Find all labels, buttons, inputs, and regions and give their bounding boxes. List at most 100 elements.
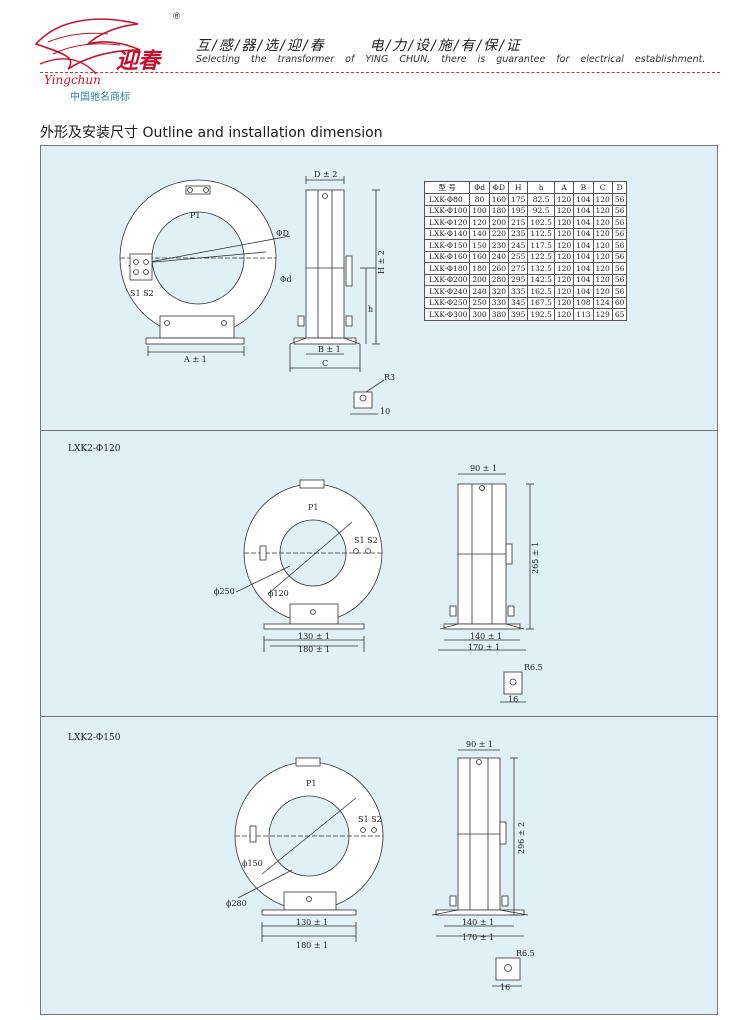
side-body-1	[305, 189, 345, 339]
spec-header-cell: ΦD	[488, 181, 510, 194]
spec-value-cell: 56	[611, 262, 628, 275]
label-inner-dia: ϕ120	[268, 589, 289, 598]
label-height-265: 265 ± 1	[531, 542, 540, 574]
label-inner-dia: Φd	[280, 275, 292, 284]
section-title: 外形及安装尺寸 Outline and installation dimensi…	[40, 125, 383, 141]
label-d: D ± 2	[314, 170, 337, 179]
slogan-chinese: 互/感/器/选/迎/春 电/力/设/施/有/保/证	[196, 35, 522, 55]
label-c: C	[322, 359, 328, 368]
spec-value-cell: 102.5	[527, 216, 555, 229]
spec-value-cell: 117.5	[527, 239, 555, 252]
model-label-lxk2-150: LXK2-Φ150	[68, 733, 121, 743]
spec-value-cell: 192.5	[527, 308, 555, 321]
label-outer-dia: ϕ280	[226, 899, 247, 908]
spec-value-cell: 200	[488, 216, 510, 229]
spec-header-cell: C	[592, 181, 613, 194]
label-p1: P1	[308, 503, 318, 512]
panel-divider-1	[41, 430, 717, 431]
yingchun-logo: 迎春 Yingchun	[34, 18, 163, 87]
label-base-140: 140 ± 1	[462, 918, 494, 927]
spec-value-cell: 56	[611, 227, 628, 240]
spec-value-cell: 120	[553, 227, 575, 240]
spec-value-cell: 92.5	[527, 204, 555, 217]
spec-value-cell: 120	[592, 250, 613, 263]
spec-value-cell: 112.5	[527, 227, 555, 240]
label-base-170: 170 ± 1	[468, 643, 500, 652]
label-base-170: 170 ± 1	[462, 933, 494, 942]
spec-value-cell: 175	[508, 193, 529, 206]
model-label-lxk2-120: LXK2-Φ120	[68, 444, 121, 454]
spec-value-cell: 56	[611, 250, 628, 263]
panel-divider-2	[41, 716, 717, 717]
logo-text: 迎春	[116, 48, 163, 74]
spec-value-cell: 120	[592, 204, 613, 217]
spec-value-cell: 82.5	[527, 193, 555, 206]
label-inner-dia: ϕ150	[242, 859, 263, 868]
logo-script: Yingchun	[44, 73, 101, 87]
spec-value-cell: 56	[611, 273, 628, 286]
trademark-note: 中国驰名商标	[70, 92, 130, 103]
slogan-cn-part-1: 互/感/器/选/迎/春	[196, 38, 326, 54]
label-h-small: h	[368, 305, 373, 314]
label-p1: P1	[190, 211, 200, 220]
spec-value-cell: 113	[573, 308, 594, 321]
spec-value-cell: 120	[592, 193, 613, 206]
slogan-english: Selecting the transformer of YING CHUN, …	[196, 54, 706, 65]
label-r65: R6.5	[516, 949, 535, 958]
label-slot-16: 16	[508, 695, 518, 704]
spec-value-cell: 120	[553, 308, 575, 321]
label-width-180: 180 ± 1	[298, 645, 330, 654]
spec-header-cell: h	[527, 181, 555, 194]
label-s1-s2: S1 S2	[130, 289, 154, 298]
spec-value-cell: 56	[611, 193, 628, 206]
spec-header-cell: D	[611, 181, 628, 194]
label-b: B ± 1	[318, 345, 341, 354]
label-h-big: H ± 2	[377, 250, 386, 274]
label-r3: R3	[384, 373, 395, 382]
label-s1-s2: S1 S2	[358, 815, 382, 824]
spec-value-cell: 120	[592, 227, 613, 240]
spec-header-cell: H	[508, 181, 529, 194]
registered-mark: ®	[172, 12, 181, 22]
spec-value-cell: 120	[592, 239, 613, 252]
spec-value-cell: 120	[592, 216, 613, 229]
label-outer-dia: ΦD	[276, 229, 289, 238]
spec-model-cell: LXK-Φ150	[423, 239, 471, 252]
spec-value-cell: 65	[611, 308, 628, 321]
spec-value-cell: 380	[488, 308, 510, 321]
spec-model-cell: LXK-Φ80	[423, 193, 471, 206]
spec-value-cell: 245	[508, 239, 529, 252]
spec-value-cell: 120	[592, 262, 613, 275]
header-dashed-rule	[40, 72, 720, 73]
label-r65: R6.5	[524, 663, 543, 672]
label-p1: P1	[306, 779, 316, 788]
slogan-cn-part-2: 电/力/设/施/有/保/证	[369, 38, 522, 54]
spec-value-cell: 56	[611, 204, 628, 217]
spec-value-cell: 129	[592, 308, 613, 321]
label-height-296: 296 ± 2	[517, 822, 526, 854]
label-top-90: 90 ± 1	[466, 740, 493, 749]
label-top-90: 90 ± 1	[470, 464, 497, 473]
spec-value-cell: 56	[611, 239, 628, 252]
label-slot-10: 10	[380, 407, 390, 416]
label-outer-dia: ϕ250	[214, 587, 235, 596]
label-width-180: 180 ± 1	[296, 941, 328, 950]
label-s1-s2: S1 S2	[354, 536, 378, 545]
label-a: A ± 1	[183, 355, 207, 364]
label-slot-16: 16	[500, 983, 510, 992]
spec-value-cell: 56	[611, 216, 628, 229]
spec-value-cell: 140	[469, 227, 490, 240]
spec-value-cell: 120	[553, 204, 575, 217]
